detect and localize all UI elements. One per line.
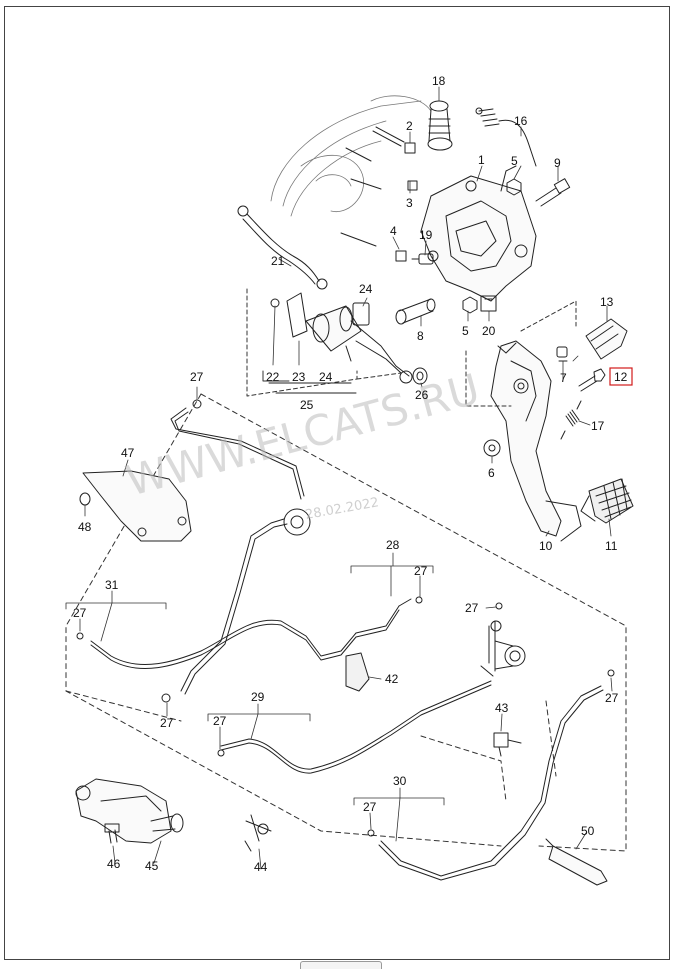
grease-tube-part-50 (545, 838, 608, 886)
connector-part-44 (244, 814, 272, 852)
slave-cylinder-part-45 (75, 778, 184, 844)
spring-part-16 (475, 107, 537, 167)
hydraulic-pipes (90, 407, 604, 881)
nut-part-5-lower (462, 296, 478, 314)
callout-48[interactable]: 48 (78, 520, 92, 534)
callout-16[interactable]: 16 (514, 114, 528, 128)
callout-23[interactable]: 23 (292, 370, 306, 384)
rod-part-21 (237, 205, 328, 290)
callout-42[interactable]: 42 (385, 672, 399, 686)
callout-27-c[interactable]: 27 (465, 601, 479, 615)
callout-30[interactable]: 30 (393, 774, 407, 788)
horizontal-scrollbar[interactable] (300, 961, 382, 969)
callout-7[interactable]: 7 (560, 371, 567, 385)
callout-44[interactable]: 44 (254, 860, 268, 874)
bolt-part-12 (578, 368, 606, 392)
firewall-outline (270, 95, 432, 217)
clip-part-20 (480, 295, 497, 312)
callout-22[interactable]: 22 (266, 370, 280, 384)
leader-lines (65, 86, 613, 870)
callout-17[interactable]: 17 (591, 419, 605, 433)
callout-6[interactable]: 6 (488, 466, 495, 480)
callout-27-e[interactable]: 27 (160, 716, 174, 730)
pin-part-19 (411, 253, 434, 265)
pedal-pad-part-11 (580, 478, 634, 524)
parts-diagram: WWW.ELCATS.RU 28.02.2022 1 2 3 4 5 5 6 7… (65, 74, 634, 886)
spring-part-17 (560, 400, 582, 440)
callout-28[interactable]: 28 (386, 538, 400, 552)
callout-27-h[interactable]: 27 (363, 800, 377, 814)
bush-part-6 (483, 439, 501, 457)
clip-part-42 (345, 652, 370, 692)
callout-24[interactable]: 24 (319, 370, 333, 384)
bush-part-8 (395, 298, 436, 325)
callout-5[interactable]: 5 (511, 154, 518, 168)
callout-8[interactable]: 8 (417, 329, 424, 343)
washer-part-48 (79, 492, 91, 506)
callout-47[interactable]: 47 (121, 446, 135, 460)
callout-9[interactable]: 9 (554, 156, 561, 170)
bolt-part-9 (535, 178, 571, 207)
watermark-text: WWW.ELCATS.RU (121, 364, 485, 505)
callout-27-f[interactable]: 27 (213, 714, 227, 728)
callout-46[interactable]: 46 (107, 857, 121, 871)
callout-27-g[interactable]: 27 (605, 691, 619, 705)
bush-part-26 (412, 367, 428, 385)
callout-25[interactable]: 25 (300, 398, 314, 412)
callout-5-lower[interactable]: 5 (462, 324, 469, 338)
callout-24-top[interactable]: 24 (359, 282, 373, 296)
callout-labels: 1 2 3 4 5 5 6 7 8 9 10 11 12 13 16 17 18… (73, 74, 628, 874)
callout-2[interactable]: 2 (406, 119, 413, 133)
callout-27-d[interactable]: 27 (73, 606, 87, 620)
callout-50[interactable]: 50 (581, 824, 595, 838)
callout-31[interactable]: 31 (105, 578, 119, 592)
callout-1[interactable]: 1 (478, 153, 485, 167)
callout-4[interactable]: 4 (390, 224, 397, 238)
callout-21[interactable]: 21 (271, 254, 285, 268)
callout-29[interactable]: 29 (251, 690, 265, 704)
callout-11[interactable]: 11 (605, 539, 618, 553)
group-25-bracket (246, 288, 402, 397)
watermark-date: 28.02.2022 (304, 495, 380, 523)
callout-12[interactable]: 12 (614, 370, 628, 384)
connector-part-43 (493, 732, 522, 757)
pedal-group-bracket (465, 300, 577, 407)
bolt-part-46 (104, 823, 120, 844)
o-rings (76, 399, 615, 837)
callout-27-b[interactable]: 27 (414, 564, 428, 578)
clip-part-7 (556, 346, 568, 362)
callout-27-a[interactable]: 27 (190, 370, 204, 384)
callout-3[interactable]: 3 (406, 196, 413, 210)
callout-43[interactable]: 43 (495, 701, 509, 715)
bracket-part-13 (585, 318, 628, 360)
clutch-pedal (490, 340, 582, 542)
callout-18[interactable]: 18 (432, 74, 446, 88)
callout-26[interactable]: 26 (415, 388, 429, 402)
highlight-box-part-12 (609, 367, 633, 386)
pedal-bracket (420, 165, 537, 302)
pressure-line-frame (65, 393, 627, 852)
studs-parts-2-3 (340, 126, 418, 262)
heat-shield-part-47 (82, 470, 192, 542)
master-cylinder-assembly (270, 292, 413, 384)
callout-45[interactable]: 45 (145, 859, 159, 873)
callout-19[interactable]: 19 (419, 228, 433, 242)
callout-13[interactable]: 13 (600, 295, 614, 309)
spring-part-18 (427, 100, 453, 151)
callout-10[interactable]: 10 (539, 539, 553, 553)
callout-20[interactable]: 20 (482, 324, 496, 338)
release-bearing (480, 620, 526, 677)
diagram-frame: WWW.ELCATS.RU 28.02.2022 1 2 3 4 5 5 6 7… (4, 6, 670, 960)
